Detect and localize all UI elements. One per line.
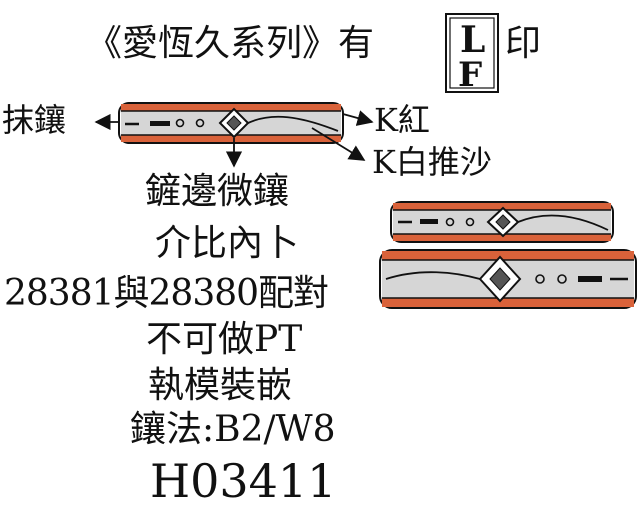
lf-stamp-letters: LF — [472, 0, 474, 1]
lf-stamp-logo: LF L F — [445, 0, 499, 95]
callout-left-label: 抹鑲 — [2, 101, 67, 139]
note-line: 鏟邊微鑲 — [145, 171, 290, 212]
ring-band-right-large — [379, 249, 637, 309]
note-line: 鑲法:B2/W8 — [130, 409, 336, 450]
series-text: 《愛恆久系列》有 — [86, 23, 375, 64]
callout-right-bottom-label: K白推沙 — [372, 143, 492, 181]
note-line: 28381與28380配對 — [4, 273, 329, 314]
note-line: 不可做PT — [146, 319, 303, 360]
ring-band-top — [118, 102, 344, 144]
arrow-right-bottom — [311, 127, 366, 161]
svg-text:F: F — [458, 55, 482, 95]
series-suffix-text: 印 — [505, 23, 542, 64]
note-line: 執模裝嵌 — [148, 365, 293, 406]
ring-band-right-small — [390, 201, 614, 243]
svg-text:L: L — [460, 19, 485, 61]
arrow-right-top — [342, 110, 374, 126]
product-code: H03411 — [150, 454, 337, 508]
note-line: 介比內卜 — [155, 223, 300, 264]
callout-right-top-label: K紅 — [374, 101, 430, 139]
